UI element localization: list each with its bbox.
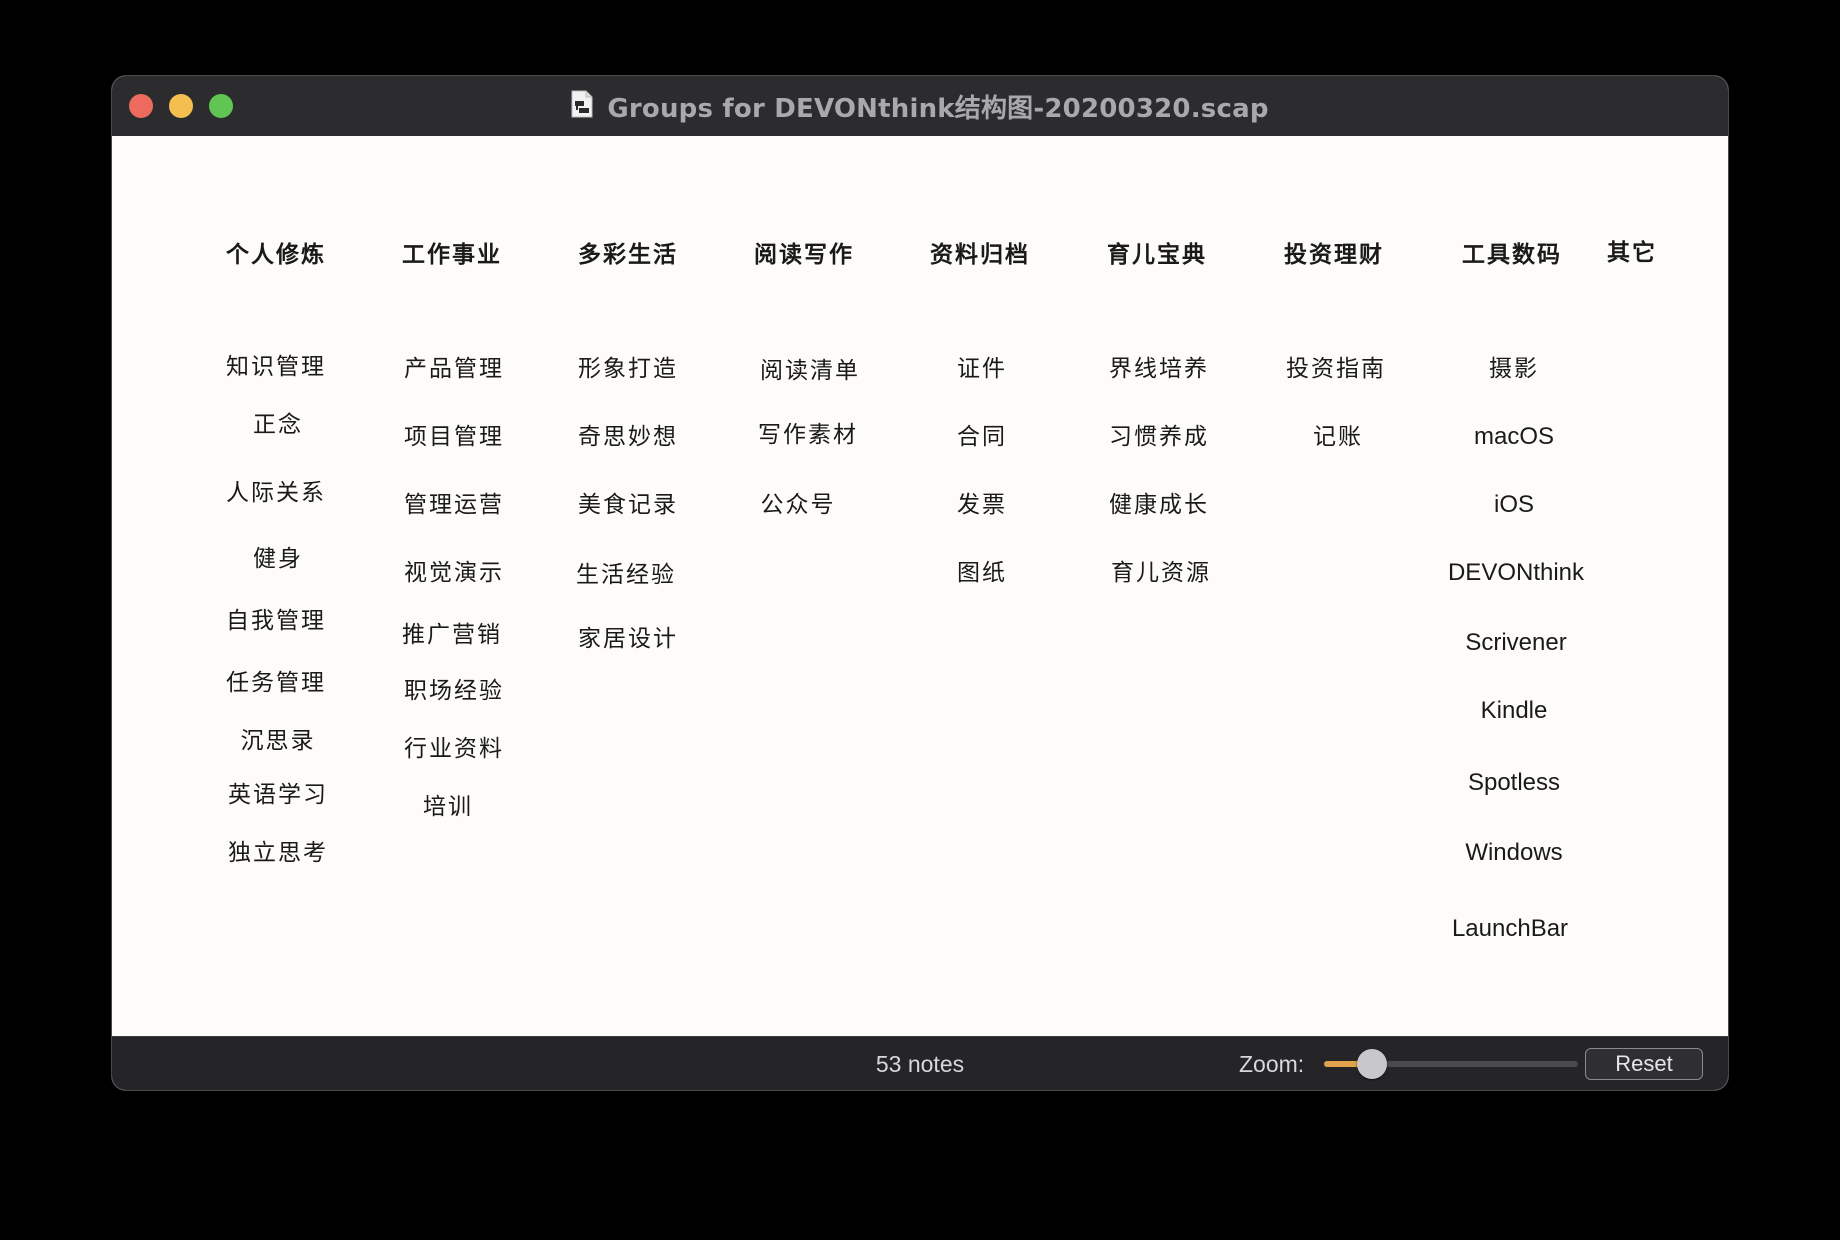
- note-item[interactable]: 自我管理: [226, 608, 326, 634]
- note-item[interactable]: 家居设计: [578, 626, 678, 652]
- note-item[interactable]: 记账: [1313, 424, 1363, 450]
- zoom-label: Zoom:: [1239, 1051, 1305, 1077]
- note-item[interactable]: 独立思考: [228, 840, 328, 866]
- note-item[interactable]: Spotless: [1467, 769, 1561, 796]
- note-item[interactable]: 健康成长: [1109, 492, 1209, 518]
- zoom-slider-thumb[interactable]: [1357, 1049, 1388, 1079]
- zoom-slider[interactable]: [1324, 1049, 1578, 1079]
- note-item[interactable]: 培训: [423, 794, 473, 820]
- note-item[interactable]: 育儿资源: [1111, 560, 1211, 586]
- reset-zoom-button[interactable]: Reset: [1585, 1048, 1703, 1080]
- note-item[interactable]: 行业资料: [404, 736, 504, 762]
- note-item[interactable]: 证件: [957, 356, 1007, 382]
- status-bar: 53 notes Zoom: Reset: [112, 1036, 1728, 1090]
- note-item[interactable]: 沉思录: [240, 728, 316, 754]
- close-button[interactable]: [129, 94, 153, 118]
- note-item[interactable]: 图纸: [957, 560, 1007, 586]
- zoom-slider-track[interactable]: [1324, 1061, 1578, 1067]
- group-header[interactable]: 个人修炼: [226, 242, 326, 268]
- note-item[interactable]: Windows: [1465, 839, 1563, 866]
- note-item[interactable]: 管理运营: [404, 492, 504, 518]
- note-item[interactable]: 英语学习: [228, 782, 328, 808]
- note-item[interactable]: LaunchBar: [1451, 915, 1569, 942]
- note-item[interactable]: 健身: [253, 546, 303, 572]
- note-item[interactable]: 投资指南: [1286, 356, 1386, 382]
- note-item[interactable]: 正念: [253, 412, 303, 438]
- group-header[interactable]: 其它: [1607, 240, 1657, 266]
- note-item[interactable]: 合同: [957, 424, 1007, 450]
- note-item[interactable]: macOS: [1473, 423, 1555, 450]
- group-header[interactable]: 工具数码: [1462, 242, 1562, 268]
- note-item[interactable]: 习惯养成: [1109, 424, 1209, 450]
- note-item[interactable]: 公众号: [760, 492, 836, 518]
- note-item[interactable]: 项目管理: [404, 424, 504, 450]
- window-title: Groups for DEVONthink结构图-20200320.scap: [607, 93, 1269, 124]
- note-item[interactable]: 摄影: [1489, 356, 1539, 382]
- note-item[interactable]: 任务管理: [226, 670, 326, 696]
- note-item[interactable]: 产品管理: [404, 356, 504, 382]
- note-item[interactable]: 奇思妙想: [578, 424, 678, 450]
- minimize-button[interactable]: [169, 94, 193, 118]
- note-item[interactable]: Scrivener: [1465, 629, 1567, 656]
- scapple-document-icon: [571, 90, 593, 118]
- note-item[interactable]: 知识管理: [226, 354, 326, 380]
- note-item[interactable]: DEVONthink: [1447, 559, 1585, 586]
- window-title-group: Groups for DEVONthink结构图-20200320.scap: [112, 76, 1728, 136]
- group-header[interactable]: 阅读写作: [754, 242, 854, 268]
- note-item[interactable]: 阅读清单: [760, 358, 860, 384]
- note-item[interactable]: 视觉演示: [404, 560, 504, 586]
- note-item[interactable]: 人际关系: [226, 480, 326, 506]
- group-header[interactable]: 投资理财: [1284, 242, 1384, 268]
- note-item[interactable]: 写作素材: [758, 422, 858, 448]
- zoom-slider-fill: [1324, 1061, 1373, 1067]
- group-header[interactable]: 多彩生活: [578, 242, 678, 268]
- note-item[interactable]: Kindle: [1480, 697, 1548, 724]
- note-count: 53 notes: [875, 1051, 965, 1077]
- note-item[interactable]: 发票: [957, 492, 1007, 518]
- fullscreen-button[interactable]: [209, 94, 233, 118]
- note-item[interactable]: 生活经验: [576, 562, 676, 588]
- note-item[interactable]: 职场经验: [404, 678, 504, 704]
- app-window: Groups for DEVONthink结构图-20200320.scap 个…: [112, 76, 1728, 1090]
- notes-canvas[interactable]: 个人修炼知识管理正念人际关系健身自我管理任务管理沉思录英语学习独立思考 工作事业产…: [112, 136, 1728, 1036]
- group-header[interactable]: 工作事业: [402, 242, 502, 268]
- group-header[interactable]: 育儿宝典: [1107, 242, 1207, 268]
- title-bar[interactable]: Groups for DEVONthink结构图-20200320.scap: [112, 76, 1728, 137]
- note-item[interactable]: iOS: [1493, 491, 1535, 518]
- note-item[interactable]: 界线培养: [1109, 356, 1209, 382]
- note-item[interactable]: 推广营销: [402, 622, 502, 648]
- group-header[interactable]: 资料归档: [930, 242, 1030, 268]
- note-item[interactable]: 美食记录: [578, 492, 678, 518]
- note-item[interactable]: 形象打造: [578, 356, 678, 382]
